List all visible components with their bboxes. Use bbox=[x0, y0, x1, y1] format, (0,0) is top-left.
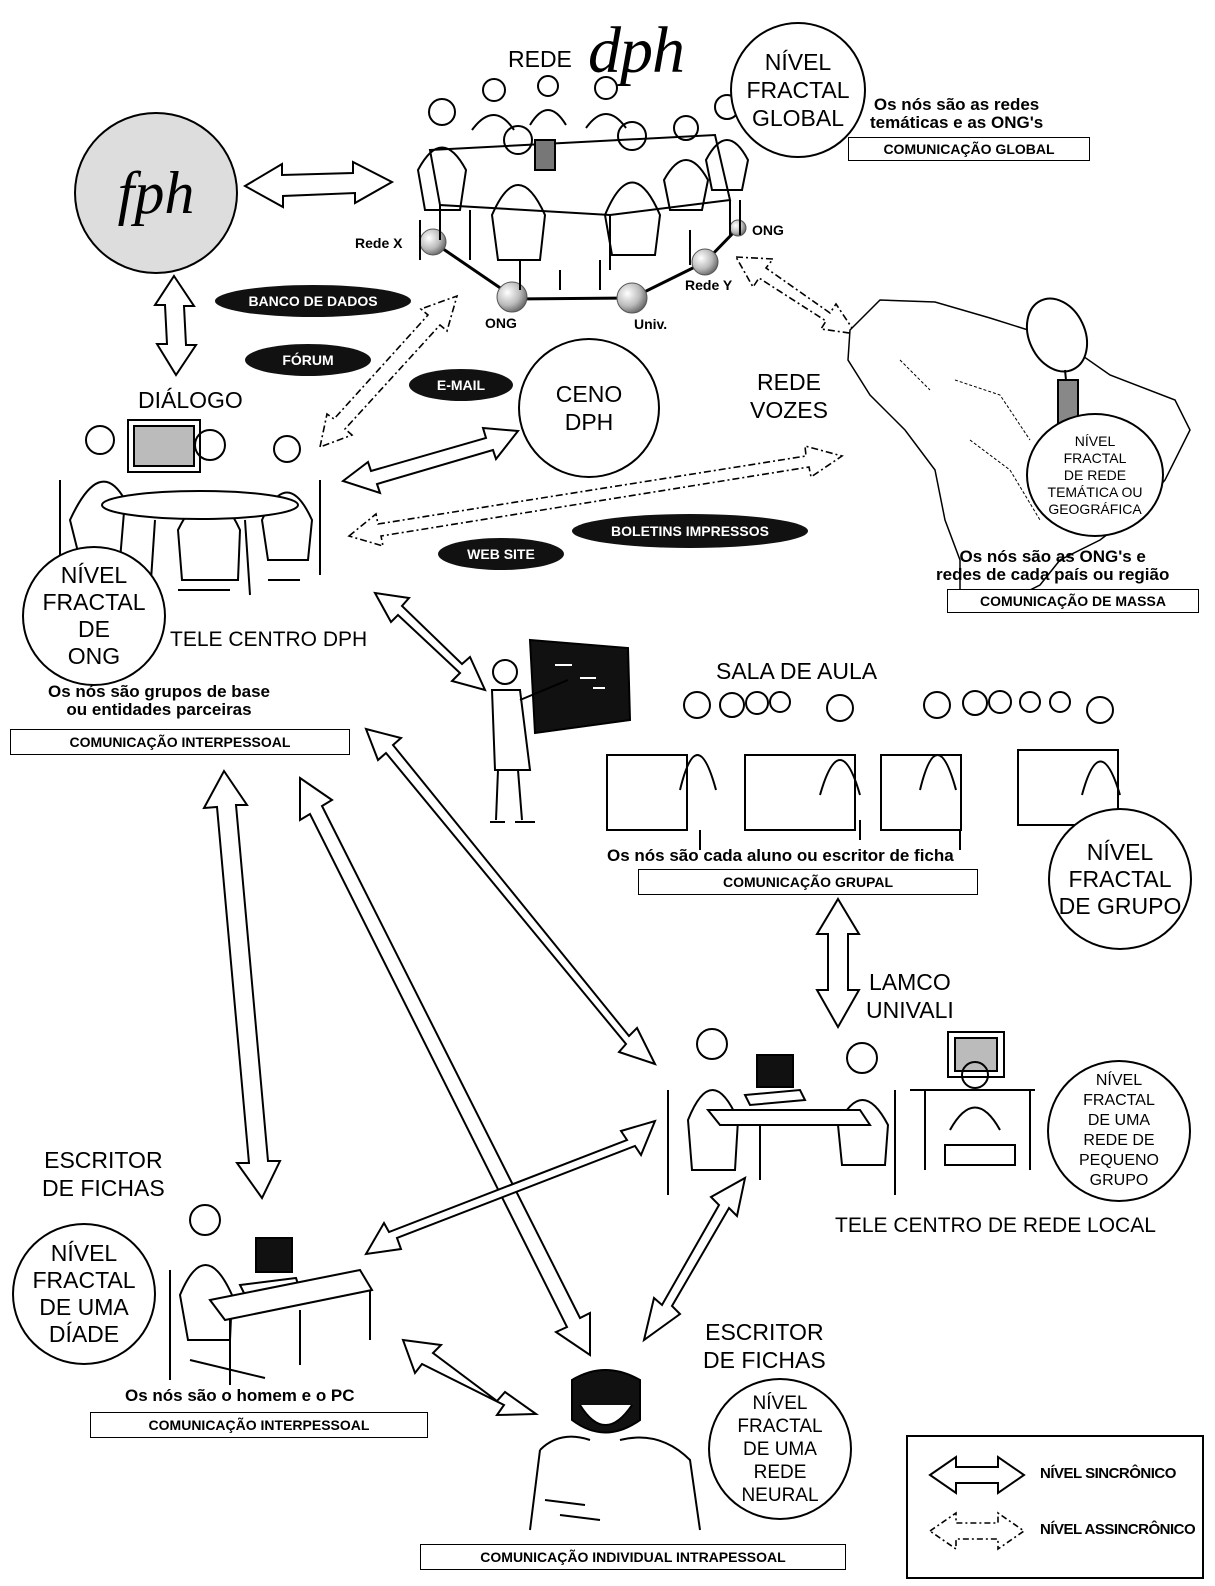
neural-fractal-circle: NÍVEL FRACTAL DE UMA REDE NEURAL bbox=[708, 1378, 852, 1520]
massa-nodes-text: Os nós são as ONG's e redes de cada país… bbox=[936, 547, 1170, 584]
pill-banco-de-dados: BANCO DE DADOS bbox=[215, 285, 411, 317]
meeting-illustration-top bbox=[416, 75, 750, 290]
lamco-illustration bbox=[667, 1028, 1035, 1195]
global-communication-box: COMUNICAÇÃO GLOBAL bbox=[848, 137, 1090, 161]
async-arrow-web-vozes bbox=[347, 444, 844, 548]
node-label-rede-y: Rede Y bbox=[685, 277, 733, 293]
teacher-illustration bbox=[490, 638, 632, 823]
legend-sync-label: NÍVEL SINCRÔNICO bbox=[1040, 1465, 1176, 1482]
diade-communication-box: COMUNICAÇÃO INTERPESSOAL bbox=[90, 1412, 428, 1438]
pill-boletins: BOLETINS IMPRESSOS bbox=[572, 514, 808, 548]
node-label-ong-top: ONG bbox=[752, 222, 784, 238]
neural-communication-box: COMUNICAÇÃO INDIVIDUAL INTRAPESSOAL bbox=[420, 1544, 846, 1570]
sala-de-aula-title: SALA DE AULA bbox=[716, 658, 878, 684]
ong-communication-box: COMUNICAÇÃO INTERPESSOAL bbox=[10, 729, 350, 755]
diade-communication-label: COMUNICAÇÃO INTERPESSOAL bbox=[148, 1417, 370, 1433]
legend-async-label: NÍVEL ASSINCRÔNICO bbox=[1040, 1521, 1196, 1538]
dialogo-label: DIÁLOGO bbox=[138, 387, 243, 413]
ong-nodes-text: Os nós são grupos de base ou entidades p… bbox=[48, 682, 271, 719]
grupo-fractal-label: NÍVEL FRACTAL DE GRUPO bbox=[1058, 838, 1182, 919]
tele-centro-dph-label: TELE CENTRO DPH bbox=[170, 628, 368, 651]
sala-communication-box: COMUNICAÇÃO GRUPAL bbox=[638, 869, 978, 895]
sync-arrow-sala-lamco bbox=[815, 897, 861, 1030]
pill-banco-label: BANCO DE DADOS bbox=[248, 293, 378, 309]
sync-arrow-lamco-diade bbox=[364, 1119, 657, 1256]
dialogo-illustration bbox=[59, 419, 321, 596]
pill-email: E-MAIL bbox=[409, 369, 513, 401]
sync-arrow-ong-lamco bbox=[364, 727, 657, 1066]
diade-writer-title: ESCRITOR DE FICHAS bbox=[42, 1147, 165, 1201]
writer-face-illustration bbox=[529, 1369, 701, 1531]
async-arrow-dph-america bbox=[734, 256, 858, 336]
legend-async-arrow-icon bbox=[928, 1511, 1026, 1551]
global-communication-label: COMUNICAÇÃO GLOBAL bbox=[883, 141, 1055, 157]
massa-communication-label: COMUNICAÇÃO DE MASSA bbox=[980, 593, 1166, 609]
neural-communication-label: COMUNICAÇÃO INDIVIDUAL INTRAPESSOAL bbox=[480, 1549, 786, 1565]
async-arrow-dialogo-dph bbox=[318, 294, 459, 449]
tele-centro-rede-local-label: TELE CENTRO DE REDE LOCAL bbox=[835, 1214, 1156, 1237]
rede-vozes-label: REDE VOZES bbox=[750, 369, 828, 423]
global-fractal-label: NÍVEL FRACTAL GLOBAL bbox=[746, 49, 850, 131]
rede-dph-prefix: REDE bbox=[508, 46, 572, 72]
sync-arrow-ong-neural bbox=[299, 776, 591, 1357]
sync-arrow-fph-dph bbox=[242, 160, 395, 209]
pequeno-grupo-fractal-label: NÍVEL FRACTAL DE UMA REDE DE PEQUENO GRU… bbox=[1078, 1072, 1159, 1189]
pequeno-grupo-fractal-circle: NÍVEL FRACTAL DE UMA REDE DE PEQUENO GRU… bbox=[1047, 1060, 1191, 1202]
legend-sync-arrow-icon bbox=[928, 1455, 1026, 1495]
legend-icons bbox=[928, 1455, 1026, 1551]
ong-communication-label: COMUNICAÇÃO INTERPESSOAL bbox=[69, 734, 291, 750]
sala-nodes-text: Os nós são cada aluno ou escritor de fic… bbox=[607, 846, 954, 865]
sala-communication-label: COMUNICAÇÃO GRUPAL bbox=[722, 874, 894, 890]
neural-fractal-label: NÍVEL FRACTAL DE UMA REDE NEURAL bbox=[737, 1392, 823, 1506]
node-label-ong-bottom: ONG bbox=[485, 315, 517, 331]
pill-forum: FÓRUM bbox=[245, 344, 371, 376]
pill-web-site: WEB SITE bbox=[438, 538, 564, 570]
node-label-rede-x: Rede X bbox=[355, 235, 403, 251]
ong-fractal-circle: NÍVEL FRACTAL DE ONG bbox=[22, 546, 166, 686]
node-label-univ: Univ. bbox=[634, 316, 668, 332]
massa-communication-box: COMUNICAÇÃO DE MASSA bbox=[947, 589, 1199, 613]
pill-boletins-label: BOLETINS IMPRESSOS bbox=[611, 523, 769, 539]
diade-nodes-text: Os nós são o homem e o PC bbox=[125, 1386, 355, 1405]
global-fractal-circle: NÍVEL FRACTAL GLOBAL bbox=[730, 22, 866, 158]
legend-box: NÍVEL SINCRÔNICO NÍVEL ASSINCRÔNICO bbox=[906, 1435, 1204, 1579]
ceno-dph-label: CENO DPH bbox=[555, 381, 623, 435]
sync-arrow-fph-dialogo bbox=[153, 274, 198, 377]
pill-email-label: E-MAIL bbox=[436, 377, 486, 393]
sync-arrow-lamco-neural bbox=[642, 1176, 747, 1343]
ong-fractal-label: NÍVEL FRACTAL DE ONG bbox=[42, 562, 146, 669]
massa-fractal-circle: NÍVEL FRACTAL DE REDE TEMÁTICA OU GEOGRÁ… bbox=[1026, 413, 1164, 537]
fph-logo-text: fph bbox=[117, 160, 195, 226]
rede-dph-script: dph bbox=[588, 14, 685, 87]
massa-fractal-label: NÍVEL FRACTAL DE REDE TEMÁTICA OU GEOGRÁ… bbox=[1047, 432, 1143, 517]
diade-fractal-circle: NÍVEL FRACTAL DE UMA DÍADE bbox=[12, 1223, 156, 1365]
sync-arrow-diade-neural bbox=[401, 1338, 540, 1417]
ceno-dph-circle: CENO DPH bbox=[518, 338, 660, 478]
neural-writer-title: ESCRITOR DE FICHAS bbox=[703, 1319, 826, 1373]
sync-arrow-dialogo-sala bbox=[373, 591, 487, 692]
sync-arrow-dialogo-ceno bbox=[340, 426, 520, 495]
sync-arrow-ong-diade bbox=[202, 769, 282, 1200]
global-nodes-text: Os nós são as redes temáticas e as ONG's bbox=[870, 95, 1044, 132]
diade-illustration bbox=[169, 1204, 374, 1385]
fph-circle: fph bbox=[74, 112, 238, 274]
pill-web-label: WEB SITE bbox=[467, 546, 535, 562]
classroom-illustration bbox=[606, 690, 1121, 850]
pill-forum-label: FÓRUM bbox=[282, 352, 334, 368]
grupo-fractal-circle: NÍVEL FRACTAL DE GRUPO bbox=[1048, 808, 1192, 950]
lamco-univali-title: LAMCO UNIVALI bbox=[866, 969, 954, 1023]
diade-fractal-label: NÍVEL FRACTAL DE UMA DÍADE bbox=[32, 1240, 136, 1347]
